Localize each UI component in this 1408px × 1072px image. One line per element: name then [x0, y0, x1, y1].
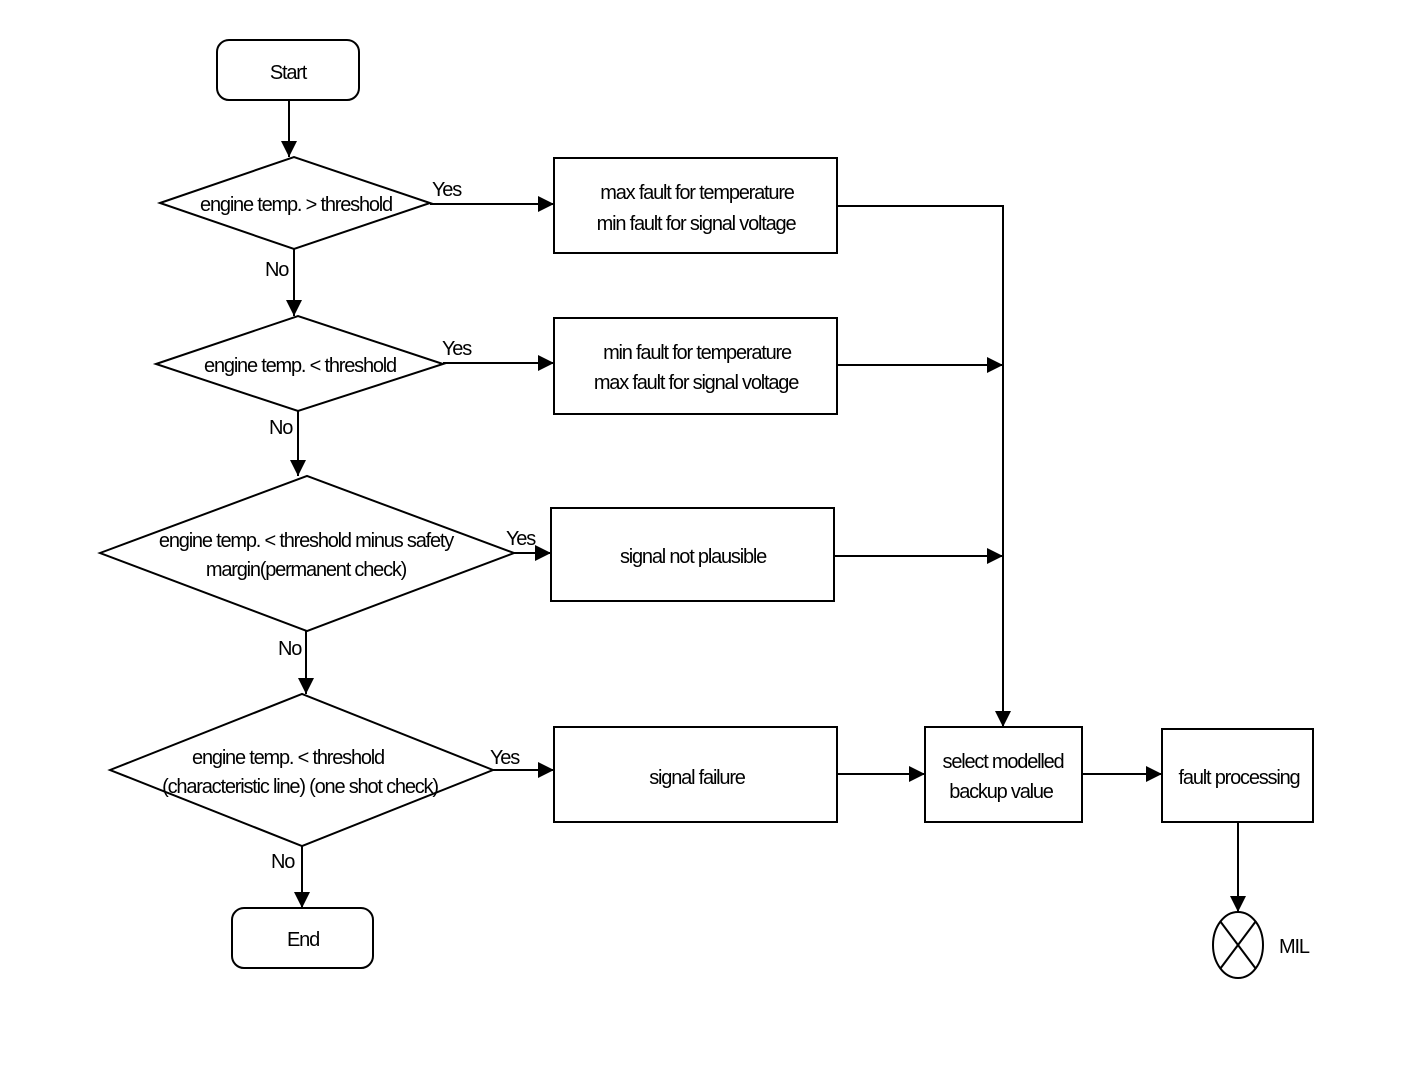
- decision-engine-temp-above-threshold: engine temp. > threshold: [156, 155, 434, 251]
- decision-3-no-label: No: [278, 638, 302, 660]
- result-2-label-line-1: min fault for temperature: [603, 342, 792, 364]
- decision-2-yes-label: Yes: [442, 338, 472, 360]
- decision-3-label-line-2: margin(permanent check): [206, 559, 407, 581]
- decision-1-no-label: No: [265, 259, 289, 281]
- start-label: Start: [270, 62, 308, 84]
- backup-label-line-2: backup value: [949, 781, 1054, 803]
- decision-3-yes-label: Yes: [506, 528, 536, 550]
- decision-1-label: engine temp. > threshold: [200, 194, 392, 216]
- result-box-signal-not-plausible: signal not plausible: [550, 507, 835, 602]
- backup-value-box: select modelled backup value: [924, 726, 1083, 823]
- result-box-signal-failure: signal failure: [553, 726, 838, 823]
- connector-result-1-to-backup: [837, 205, 1011, 727]
- decision-4-yes-label: Yes: [490, 747, 520, 769]
- start-terminal: Start: [216, 39, 360, 101]
- end-label: End: [287, 929, 319, 951]
- decision-3-label-line-1: engine temp. < threshold minus safety: [159, 530, 454, 552]
- end-terminal: End: [231, 907, 374, 969]
- decision-2-no-label: No: [269, 417, 293, 439]
- result-1-label-line-1: max fault for temperature: [600, 182, 795, 204]
- backup-label-line-1: select modelled: [943, 751, 1064, 773]
- decision-engine-temp-below-threshold: engine temp. < threshold: [152, 314, 447, 413]
- decision-engine-temp-below-safety-margin: engine temp. < threshold minus safety ma…: [97, 474, 517, 633]
- result-4-label: signal failure: [649, 767, 746, 789]
- mil-label: MIL: [1279, 936, 1310, 958]
- decision-1-yes-label: Yes: [432, 179, 462, 201]
- result-1-label-line-2: min fault for signal voltage: [597, 213, 797, 235]
- decision-2-label: engine temp. < threshold: [204, 355, 396, 377]
- result-3-label: signal not plausible: [620, 546, 767, 568]
- fault-processing-label: fault processing: [1179, 767, 1300, 789]
- mil-lamp-icon: [1212, 911, 1264, 979]
- result-box-max-fault-temperature: max fault for temperature min fault for …: [553, 157, 838, 254]
- decision-engine-temp-characteristic-line: engine temp. < threshold (characteristic…: [107, 692, 496, 848]
- fault-processing-box: fault processing: [1161, 728, 1314, 823]
- decision-4-label-line-1: engine temp. < threshold: [192, 747, 384, 769]
- decision-4-no-label: No: [271, 851, 295, 873]
- result-2-label-line-2: max fault for signal voltage: [594, 372, 799, 394]
- result-box-min-fault-temperature: min fault for temperature max fault for …: [553, 317, 838, 415]
- decision-4-label-line-2: (characteristic line) (one shot check): [162, 776, 438, 798]
